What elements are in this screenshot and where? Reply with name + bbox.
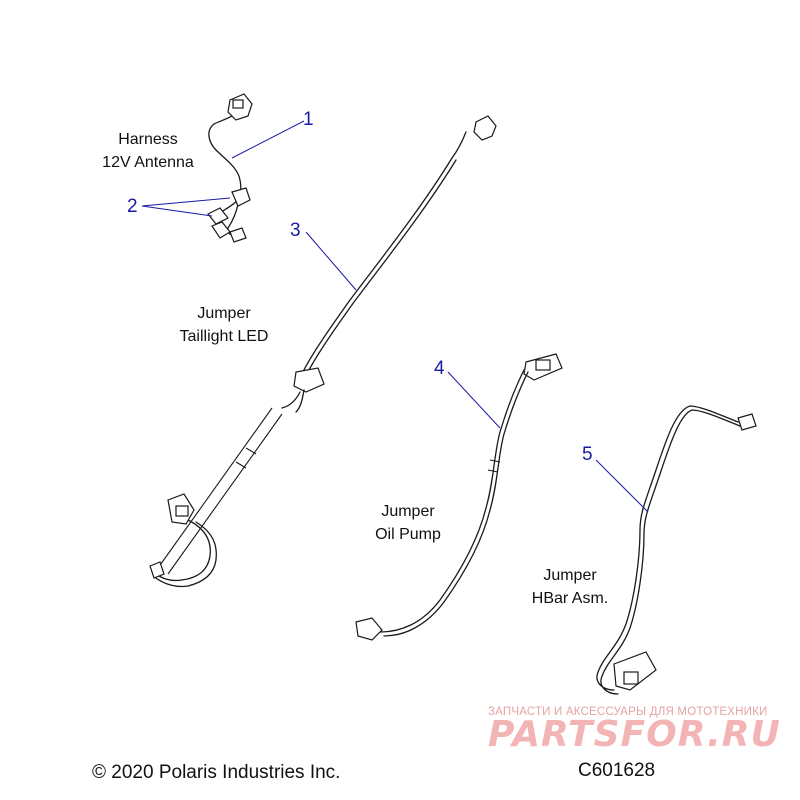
part-label-line1: Jumper	[197, 305, 251, 322]
part-label-harness-antenna: Harness 12V Antenna	[78, 128, 218, 174]
part-label-line2: 12V Antenna	[102, 154, 194, 171]
jumper-taillight-led	[149, 115, 497, 588]
harness-12v-antenna	[207, 93, 253, 243]
watermark-logo: PARTSFOR.RU	[488, 714, 781, 755]
jumper-hbar-asm	[596, 405, 757, 695]
callout-number-2: 2	[127, 196, 138, 217]
part-label-line1: Harness	[118, 131, 178, 148]
part-label-line1: Jumper	[543, 567, 597, 584]
drawing-number: C601628	[578, 760, 656, 781]
callout-number-4: 4	[434, 358, 445, 379]
part-label-line2: Oil Pump	[375, 526, 441, 543]
part-label-line2: Taillight LED	[179, 328, 269, 345]
part-label-line2: HBar Asm.	[531, 590, 609, 607]
copyright-text: © 2020 Polaris Industries Inc.	[92, 762, 341, 783]
leader-lines	[141, 120, 649, 513]
callout-number-5: 5	[582, 444, 593, 465]
part-label-hbar: Jumper HBar Asm.	[500, 564, 640, 610]
callout-number-1: 1	[303, 109, 314, 130]
jumper-oil-pump	[355, 353, 563, 641]
part-label-line1: Jumper	[381, 503, 435, 520]
part-label-taillight: Jumper Taillight LED	[154, 302, 294, 348]
callout-number-3: 3	[290, 220, 301, 241]
watermark-tagline: ЗАПЧАСТИ И АКСЕССУАРЫ ДЛЯ МОТОТЕХНИКИ	[488, 706, 768, 718]
part-label-oil-pump: Jumper Oil Pump	[338, 500, 478, 546]
